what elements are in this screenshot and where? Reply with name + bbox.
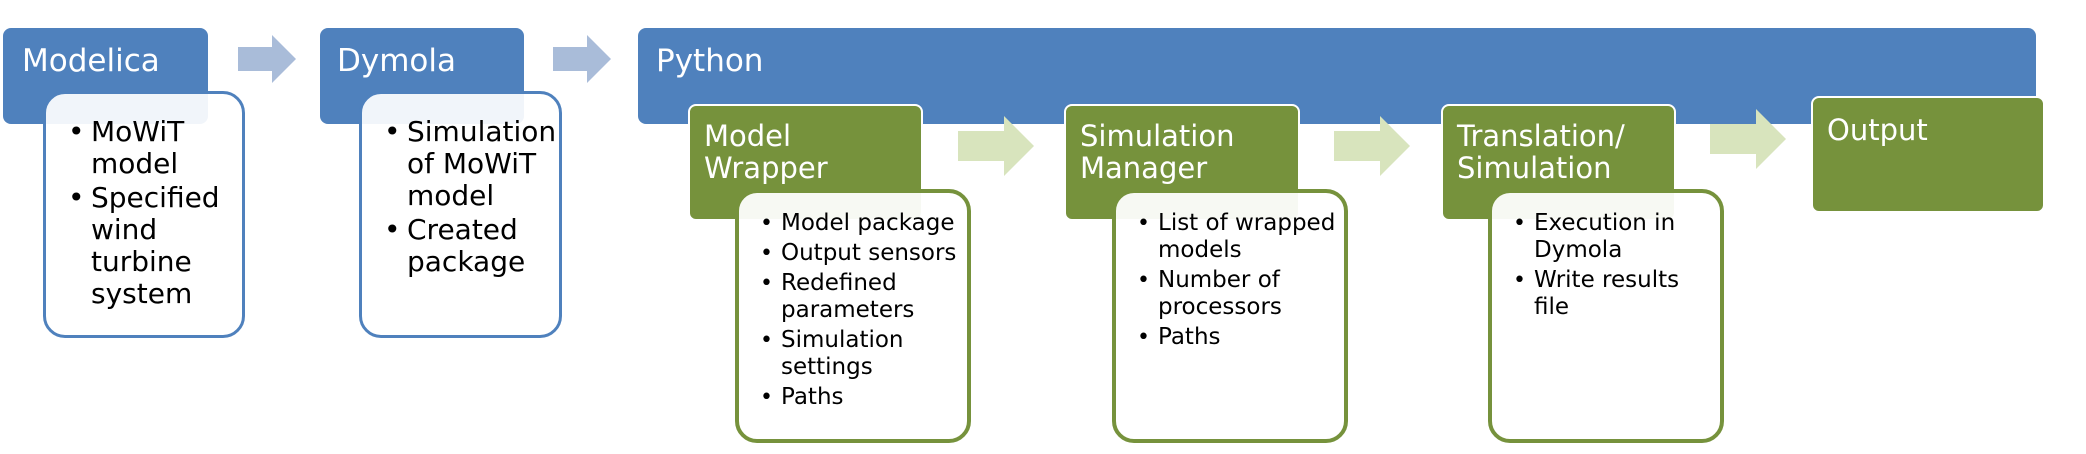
right-arrow-icon xyxy=(1710,109,1786,169)
right-arrow-icon xyxy=(1334,116,1410,176)
list-item: Created package xyxy=(382,214,551,278)
dymola-list: Simulation of MoWiT model Created packag… xyxy=(382,116,556,278)
list-item: List of wrapped models xyxy=(1134,210,1338,264)
output-box: Output xyxy=(1811,96,2045,213)
list-item: Number of processors xyxy=(1134,267,1338,321)
translation-simulation-list: Execution in Dymola Write results file xyxy=(1510,210,1714,321)
translation-simulation-title: Translation/ Simulation xyxy=(1457,119,1625,185)
arrow-dymola-to-python xyxy=(553,35,611,83)
output-title: Output xyxy=(1827,113,1928,147)
right-arrow-icon xyxy=(238,35,296,83)
dymola-title: Dymola xyxy=(337,43,456,79)
right-arrow-icon xyxy=(958,116,1034,176)
model-wrapper-list: Model package Output sensors Redefined p… xyxy=(757,210,961,411)
arrow-manager-to-translation xyxy=(1334,116,1410,176)
python-title: Python xyxy=(656,43,764,79)
list-item: Simulation settings xyxy=(757,327,961,381)
right-arrow-icon xyxy=(553,35,611,83)
list-item: MoWiT model xyxy=(66,116,234,180)
list-item: Simulation of MoWiT model xyxy=(382,116,556,212)
model-wrapper-title: Model Wrapper xyxy=(704,119,828,185)
simulation-manager-title: Simulation Manager xyxy=(1080,119,1235,185)
list-item: Redefined parameters xyxy=(757,270,961,324)
arrow-translation-to-output xyxy=(1710,109,1786,169)
simulation-manager-list: List of wrapped models Number of process… xyxy=(1134,210,1338,351)
list-item: Execution in Dymola xyxy=(1510,210,1714,264)
list-item: Output sensors xyxy=(757,240,961,267)
simulation-manager-card: List of wrapped models Number of process… xyxy=(1112,189,1348,443)
list-item: Specified wind turbine system xyxy=(66,182,234,310)
translation-simulation-card: Execution in Dymola Write results file xyxy=(1488,189,1724,443)
modelica-title: Modelica xyxy=(22,43,160,79)
list-item: Model package xyxy=(757,210,961,237)
list-item: Paths xyxy=(757,384,961,411)
modelica-card: MoWiT model Specified wind turbine syste… xyxy=(43,91,245,338)
arrow-modelica-to-dymola xyxy=(238,35,296,83)
list-item: Write results file xyxy=(1510,267,1714,321)
list-item: Paths xyxy=(1134,324,1338,351)
translation-simulation-header: Translation/ Simulation xyxy=(1441,104,1676,221)
dymola-card: Simulation of MoWiT model Created packag… xyxy=(359,91,562,338)
arrow-wrapper-to-manager xyxy=(958,116,1034,176)
model-wrapper-card: Model package Output sensors Redefined p… xyxy=(735,189,971,443)
modelica-list: MoWiT model Specified wind turbine syste… xyxy=(66,116,234,310)
